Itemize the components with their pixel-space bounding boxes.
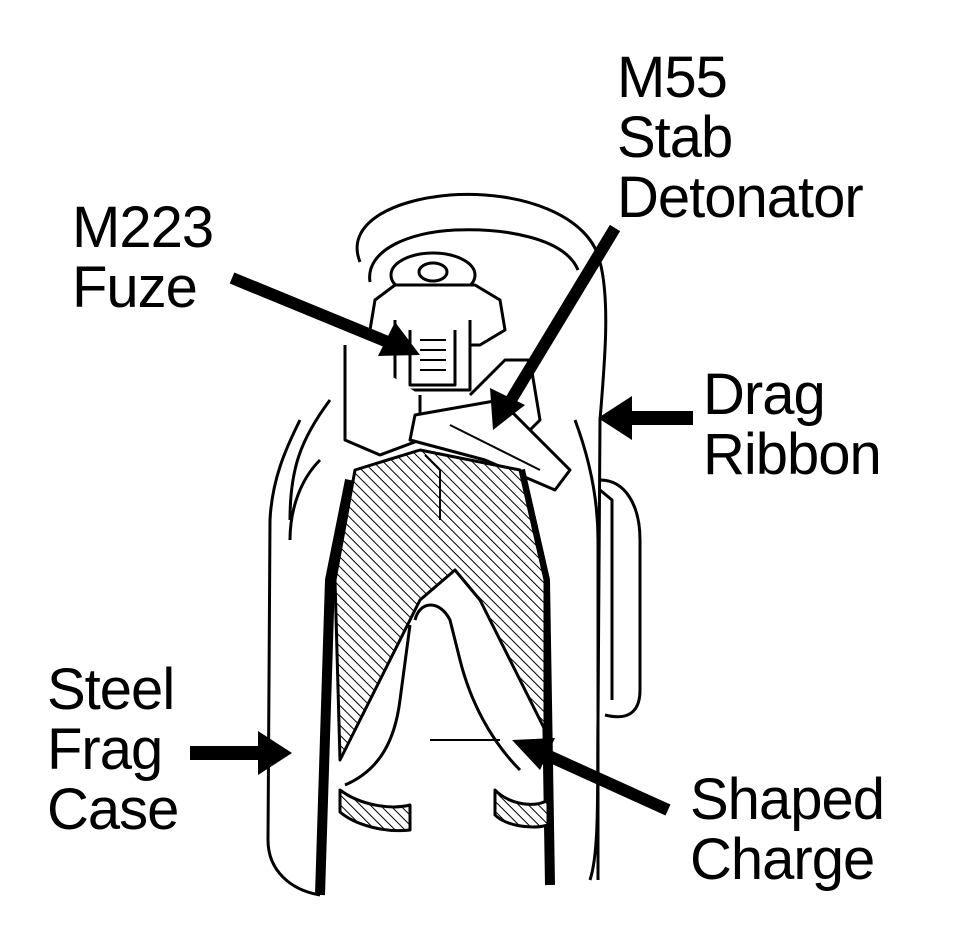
m55-detonator-arrow (490, 224, 621, 430)
fuze-assembly (343, 251, 572, 492)
label-m223-fuze: M223 Fuze (72, 195, 214, 320)
label-line: Shaped (690, 767, 885, 832)
m223-fuze-arrow (229, 272, 420, 356)
label-line: Case (47, 777, 179, 842)
steel-frag-case-arrow (190, 731, 292, 775)
label-line: Detonator (617, 165, 864, 230)
drag-ribbon-arrow (598, 396, 693, 440)
label-m55-stab-detonator: M55 Stab Detonator (617, 45, 864, 230)
label-line: Steel (47, 657, 175, 722)
shaped-charge (333, 448, 550, 833)
leader-arrows (190, 224, 693, 816)
label-line: Charge (690, 827, 875, 892)
label-steel-frag-case: Steel Frag Case (47, 657, 179, 842)
label-line: Frag (47, 717, 163, 782)
label-line: Drag (703, 362, 826, 427)
label-line: Ribbon (703, 422, 882, 487)
label-line: Stab (617, 105, 733, 170)
shaped-charge-arrow (512, 738, 671, 816)
label-line: Fuze (72, 255, 198, 320)
label-shaped-charge: Shaped Charge (690, 767, 885, 892)
label-line: M55 (617, 45, 728, 110)
steel-frag-case (266, 399, 600, 897)
label-drag-ribbon: Drag Ribbon (703, 362, 882, 487)
label-line: M223 (72, 195, 214, 260)
